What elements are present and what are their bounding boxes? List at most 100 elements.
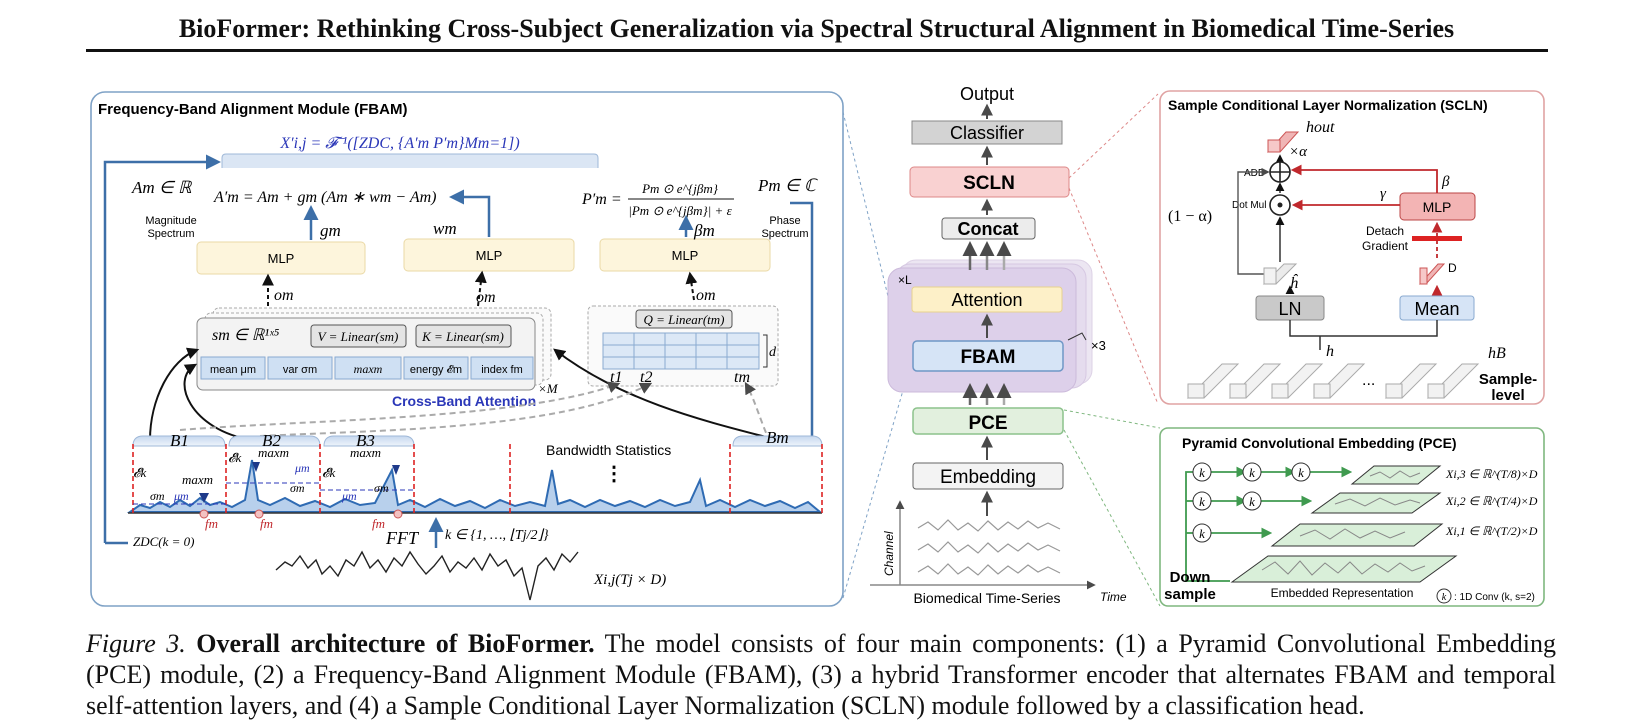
hhat-label: ĥ <box>1290 273 1299 292</box>
time-t2: t2 <box>640 369 652 386</box>
fm-label-3: fm <box>372 516 385 531</box>
ln-label: LN <box>1278 299 1301 319</box>
mean-label: Mean <box>1414 299 1459 319</box>
sigma-label-1: σm <box>150 489 165 503</box>
pce-title: Pyramid Convolutional Embedding (PCE) <box>1182 435 1457 451</box>
x3-eq: Xi,3 ∈ ℝ^(T/8)×D <box>1445 467 1538 481</box>
mlp-label-w: MLP <box>476 248 503 263</box>
stat-cell: maxm <box>354 362 383 376</box>
pce-box <box>912 407 1064 435</box>
band-b2: B2 <box>262 431 281 450</box>
phase-label-1: Phase <box>769 215 800 227</box>
caption-label: Figure 3. <box>86 629 186 658</box>
band-bm: Bm <box>766 428 789 447</box>
hout-label: hout <box>1306 119 1335 136</box>
max-label-3: maxm <box>350 445 381 460</box>
hb-label: hB <box>1488 345 1506 362</box>
caption-bold: Overall architecture of BioFormer. <box>196 629 595 658</box>
detach-1: Detach <box>1366 224 1404 238</box>
one-minus-alpha: (1 − α) <box>1168 208 1212 225</box>
scln-label: SCLN <box>963 173 1015 194</box>
conv-k: k <box>1199 494 1205 509</box>
om-label-1: om <box>274 287 294 304</box>
x2-eq: Xi,2 ∈ ℝ^(T/4)×D <box>1445 494 1538 508</box>
title-rule <box>86 49 1548 52</box>
pce-lines <box>1185 466 1353 582</box>
ek-label-3: 𝓔k <box>322 465 335 480</box>
sample-bars <box>1186 363 1480 399</box>
legend-k: k <box>1442 592 1447 603</box>
wm-label: wm <box>433 219 457 238</box>
pce-panel: Pyramid Convolutional Embedding (PCE) k … <box>1159 427 1545 607</box>
v-formula: V = Linear(sm) <box>318 329 399 344</box>
down-1: Down <box>1170 569 1211 586</box>
sigma-label-3: σm <box>374 481 389 495</box>
q-formula: Q = Linear(tm) <box>644 312 725 327</box>
beta-label-scln: β <box>1441 174 1450 190</box>
pce-label: PCE <box>968 413 1007 434</box>
stat-cells: mean μm var σm maxm energy 𝓔m index fm <box>200 356 534 380</box>
stat-cell: energy 𝓔m <box>410 364 462 376</box>
conv-k: k <box>1199 526 1205 541</box>
multichannel-signal <box>917 519 1061 576</box>
pm-label: Pm ∈ ℂ <box>757 176 818 195</box>
series-label: Biomedical Time-Series <box>913 590 1060 606</box>
mlp-label-g: MLP <box>268 251 295 266</box>
fft-label: FFT <box>385 528 420 548</box>
sm-label: sm ∈ ℝ¹ˣ⁵ <box>212 327 280 344</box>
time-t1: t1 <box>610 369 622 386</box>
detach-2: Gradient <box>1362 239 1409 253</box>
time-tm: tm <box>734 369 750 386</box>
pipeline: Output Classifier SCLN Concat ×L Attenti… <box>870 84 1127 606</box>
x1-eq: Xi,1 ∈ ℝ^(T/2)×D <box>1445 524 1538 538</box>
scln-box <box>909 166 1070 198</box>
d-label: d <box>769 345 777 360</box>
band-b3: B3 <box>356 431 375 450</box>
am-label: Am ∈ ℝ <box>131 178 193 197</box>
phase-label-2: Spectrum <box>761 228 808 240</box>
mu-label-3: μm <box>341 489 357 503</box>
am-formula: A′m = Am + gm (Am ∗ wm − Am) <box>213 189 436 206</box>
pm-formula-den: |Pm ⊙ e^{jβm}| + ε <box>628 203 732 218</box>
x3-label: ×3 <box>1091 338 1106 353</box>
conv-k: k <box>1249 494 1255 509</box>
stat-cell: var σm <box>283 364 317 376</box>
fm-label-2: fm <box>260 516 273 531</box>
fbam-panel: Frequency-Band Alignment Module (FBAM) X… <box>90 91 844 607</box>
mlp-box-g <box>196 241 366 275</box>
concat-box <box>941 217 1036 240</box>
sample-1: Sample- <box>1479 371 1537 388</box>
architecture-figure: Frequency-Band Alignment Module (FBAM) X… <box>90 84 1545 607</box>
paper-title: BioFormer: Rethinking Cross-Subject Gene… <box>178 14 1455 43</box>
max-label-1: maxm <box>182 472 213 487</box>
band-b1: B1 <box>170 431 189 450</box>
xl-label: ×L <box>898 273 912 287</box>
down-2: sample <box>1164 586 1216 603</box>
attention-box <box>911 286 1063 313</box>
conv-k: k <box>1249 465 1255 480</box>
vdots: ⋮ <box>604 463 624 485</box>
bandwidth-stats: Bandwidth Statistics <box>546 442 671 458</box>
embedding-box <box>912 462 1064 490</box>
sample-2: level <box>1491 387 1524 404</box>
d-label-scln: D <box>1448 261 1457 275</box>
mu-label-2: μm <box>294 461 310 475</box>
stat-cell: index fm <box>481 364 523 376</box>
mag-label-2: Spectrum <box>147 228 194 240</box>
axis-time: Time <box>1100 590 1127 604</box>
gm-label: gm <box>320 221 341 240</box>
mu-label-1: μm <box>173 489 189 503</box>
scln-title: Sample Conditional Layer Normalization (… <box>1168 97 1488 113</box>
xij-label: Xi,j(Tj × D) <box>593 572 666 588</box>
scln-panel: Sample Conditional Layer Normalization (… <box>1159 90 1545 405</box>
om-label-3: om <box>696 287 716 304</box>
mag-label-1: Magnitude <box>145 215 196 227</box>
k-range: k ∈ {1, …, ⌊Tj/2⌋} <box>445 528 549 543</box>
top-formula: X′i,j = 𝓕⁻¹([ZDC, {A′m P′m}Mm=1]) <box>279 135 519 152</box>
axis-channel: Channel <box>882 531 896 576</box>
zdc-label: ZDC(k = 0) <box>133 534 195 549</box>
embedded-label: Embedded Representation <box>1271 586 1414 600</box>
gamma-label: γ <box>1380 186 1387 202</box>
pm-formula-num: Pm ⊙ e^{jβm} <box>641 181 719 196</box>
conv-k: k <box>1298 465 1304 480</box>
